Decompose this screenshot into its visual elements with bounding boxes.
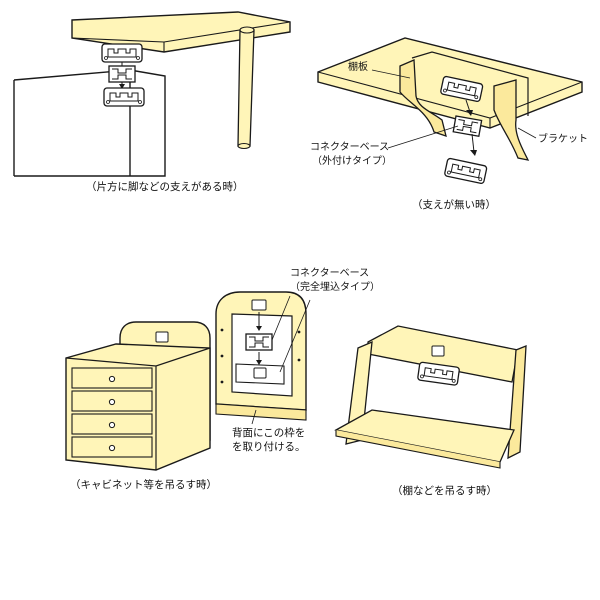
connector-plate-loose [443, 157, 488, 185]
connector-body [108, 65, 136, 83]
bracket-left [399, 59, 447, 137]
connector-embedded [245, 333, 273, 351]
label-connector-embedded-2: （完全埋込タイプ） [290, 280, 380, 293]
drawer-knob [108, 421, 116, 429]
drawer-knob [108, 444, 116, 452]
connector-plate-bottom [103, 87, 145, 107]
caption-shelf: （棚などを吊るす時） [392, 484, 497, 497]
connector-plate-top [101, 43, 143, 63]
label-connector-embedded-1: コネクターベース [290, 267, 369, 279]
label-bracket: ブラケット [538, 132, 588, 145]
drawer-knob [108, 398, 116, 406]
caption-table-with-leg: （片方に脚などの支えがある時） [86, 180, 244, 193]
caption-no-support: （支えが無い時） [412, 198, 496, 211]
note-frame-line1: 背面にこの枠を [232, 426, 305, 439]
drawer-knob [108, 375, 116, 383]
bracket-right [493, 79, 530, 161]
label-connector-external-1: コネクターベース [310, 141, 389, 153]
table-leg [237, 29, 255, 147]
label-shelf-board: 棚板 [348, 60, 368, 73]
panel-shelf: （棚などを吊るす時） [334, 325, 527, 497]
note-frame-line2: を取り付ける。 [232, 440, 306, 453]
label-connector-external-2: （外付けタイプ） [312, 154, 392, 167]
panel-cabinet: コネクターベース （完全埋込タイプ） 背面にこの枠を を取り付ける。 （キャビネ… [65, 267, 380, 491]
panel-no-support: 棚板 ブラケット コネクターベース （外付けタイプ） （支えが無い時） [310, 37, 588, 211]
cabinet-wall [13, 69, 166, 177]
panel-table-with-leg: （片方に脚などの支えがある時） [13, 11, 291, 193]
caption-cabinet: （キャビネット等を吊るす時） [70, 478, 217, 491]
